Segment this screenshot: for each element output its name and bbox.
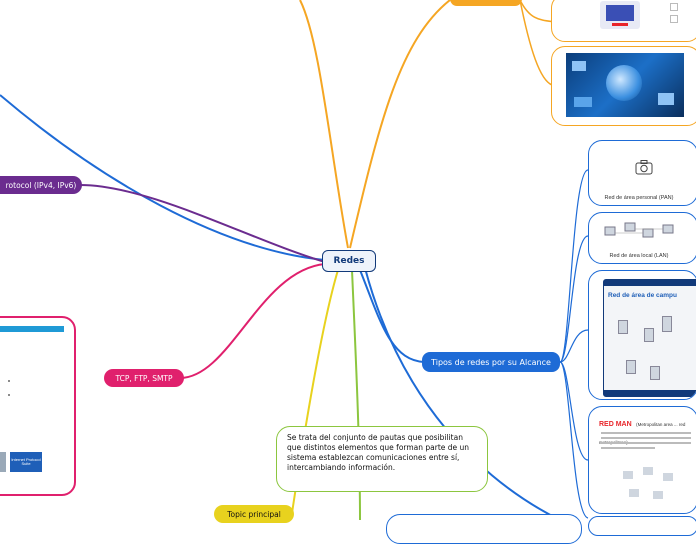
lan-card[interactable]: Red de área local (LAN)	[588, 212, 696, 264]
campus-title: Red de área de campu	[608, 292, 677, 299]
bottom-blue-card[interactable]	[386, 514, 582, 544]
computer-image	[600, 1, 640, 29]
lan-label: Red de área local (LAN)	[609, 253, 669, 259]
campus-frame: Red de área de campu	[603, 279, 696, 397]
checkbox-icon	[670, 15, 678, 23]
campus-card[interactable]: Red de área de campu	[588, 270, 696, 400]
ip-protocol-label: rotocol (IPv4, IPv6)	[5, 180, 77, 190]
pan-card[interactable]: Red de área personal (PAN)	[588, 140, 696, 206]
connector-blue-left	[0, 94, 326, 261]
connector-orange-top	[349, 0, 451, 249]
man-diagram	[619, 465, 689, 505]
protocol-dot	[8, 380, 10, 382]
man-card[interactable]: RED MAN (Metropolitan area ... red metro…	[588, 406, 696, 514]
man-title: RED MAN	[599, 421, 632, 428]
connector-purple	[79, 184, 326, 263]
lan-diagram	[604, 222, 674, 238]
connector-magenta	[179, 263, 326, 379]
central-topic[interactable]: Redes	[322, 250, 376, 272]
ip-protocol-node[interactable]: rotocol (IPv4, IPv6)	[0, 176, 82, 194]
tipos-redes-node[interactable]: Tipos de redes por su Alcance	[422, 352, 560, 372]
image-card-computer[interactable]	[551, 0, 696, 42]
man-text-lines	[601, 429, 691, 452]
image-card-network[interactable]	[551, 46, 696, 126]
protocol-dot	[8, 394, 10, 396]
checkbox-icon	[670, 3, 678, 11]
central-topic-label: Redes	[333, 256, 365, 266]
orange-topic-node[interactable]	[450, 0, 522, 6]
topic-principal-label: Topic principal	[227, 509, 281, 519]
tcp-ftp-smtp-node[interactable]: TCP, FTP, SMTP	[104, 369, 184, 387]
tcp-label: TCP, FTP, SMTP	[115, 373, 173, 383]
internet-protocol-tag: Internet Protocol Suite	[10, 452, 42, 472]
camera-icon	[635, 160, 653, 175]
description-card[interactable]: Se trata del conjunto de pautas que posi…	[276, 426, 488, 492]
topic-principal-node[interactable]: Topic principal	[214, 505, 294, 523]
bottom-right-card[interactable]	[588, 516, 696, 536]
protocol-suite-card[interactable]: Internet Protocol Suite	[0, 316, 76, 496]
connector-orange	[299, 0, 349, 249]
pan-label: Red de área personal (PAN)	[604, 195, 674, 201]
tipos-redes-label: Tipos de redes por su Alcance	[431, 357, 551, 367]
protocol-diagram-bar	[0, 452, 6, 472]
network-globe-image	[566, 53, 684, 117]
description-text: Se trata del conjunto de pautas que posi…	[287, 433, 470, 472]
